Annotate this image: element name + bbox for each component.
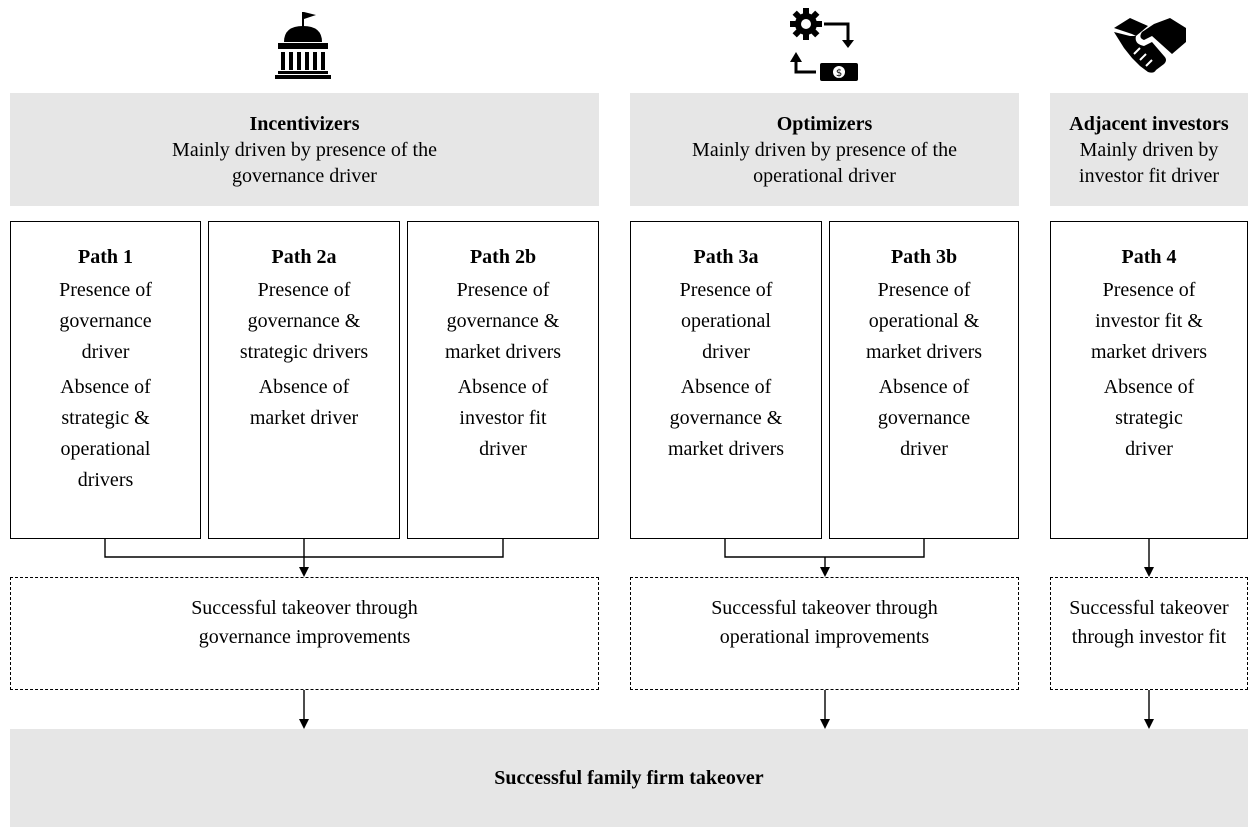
- path-title: Path 1: [78, 246, 133, 268]
- arrowhead-incentivizers: [299, 567, 309, 577]
- incentivizers-subtitle: Mainly driven by presence of the governa…: [172, 138, 437, 187]
- optimizers-header: Optimizers Mainly driven by presence of …: [630, 93, 1019, 206]
- final-outcome-text: Successful family firm takeover: [494, 766, 764, 789]
- governance-outcome-text: Successful takeover through governance i…: [191, 597, 418, 648]
- arrowhead-investor-fit-final: [1144, 719, 1154, 729]
- incentivizers-header: Incentivizers Mainly driven by presence …: [10, 93, 599, 206]
- path-3a-box: Path 3a Presence of operational driver A…: [630, 221, 822, 539]
- path-presence: Presence of governance & market drivers: [444, 279, 562, 363]
- optimizers-bracket: [724, 539, 925, 568]
- arrowhead-operational-final: [820, 719, 830, 729]
- adjacent-investors-title: Adjacent investors: [1069, 112, 1229, 135]
- investor-fit-outcome-box: Successful takeover through investor fit: [1050, 577, 1248, 690]
- adjacent-investors-subtitle: Mainly driven by investor fit driver: [1079, 138, 1219, 187]
- path-presence: Presence of governance & strategic drive…: [239, 279, 369, 363]
- path-presence: Presence of operational & market drivers: [865, 279, 983, 363]
- path-absence: Absence of market driver: [249, 376, 359, 429]
- path-absence: Absence of strategic driver: [1103, 376, 1195, 460]
- adjacent-investors-header: Adjacent investors Mainly driven by inve…: [1050, 93, 1248, 206]
- path-title: Path 3b: [890, 246, 958, 268]
- path-presence: Presence of investor fit & market driver…: [1090, 279, 1208, 363]
- svg-text:$: $: [836, 68, 842, 79]
- path-absence: Absence of strategic & operational drive…: [60, 376, 151, 491]
- governance-outcome-box: Successful takeover through governance i…: [10, 577, 599, 690]
- path-2b-box: Path 2b Presence of governance & market …: [407, 221, 599, 539]
- path-1-box: Path 1 Presence of governance driver Abs…: [10, 221, 201, 539]
- path-absence: Absence of governance driver: [877, 376, 971, 460]
- optimizers-subtitle: Mainly driven by presence of the operati…: [692, 138, 957, 187]
- path-title: Path 2b: [469, 246, 537, 268]
- arrowhead-optimizers: [820, 567, 830, 577]
- arrowhead-governance-final: [299, 719, 309, 729]
- optimizers-title: Optimizers: [776, 112, 873, 135]
- incentivizers-title: Incentivizers: [249, 112, 360, 135]
- final-outcome-box: Successful family firm takeover: [10, 729, 1248, 827]
- path-2a-box: Path 2a Presence of governance & strateg…: [208, 221, 400, 539]
- investor-fit-outcome-text: Successful takeover through investor fit: [1069, 597, 1229, 648]
- incentivizers-bracket: [104, 539, 504, 568]
- arrowhead-path-4: [1144, 567, 1154, 577]
- operational-outcome-text: Successful takeover through operational …: [711, 597, 938, 648]
- path-presence: Presence of operational driver: [679, 279, 773, 363]
- path-3b-box: Path 3b Presence of operational & market…: [829, 221, 1019, 539]
- path-title: Path 3a: [693, 246, 759, 268]
- path-presence: Presence of governance driver: [59, 279, 152, 363]
- path-absence: Absence of governance & market drivers: [667, 376, 785, 460]
- handshake-icon: [1114, 18, 1186, 73]
- operational-outcome-box: Successful takeover through operational …: [630, 577, 1019, 690]
- path-title: Path 2a: [271, 246, 337, 268]
- path-title: Path 4: [1121, 246, 1177, 268]
- government-building-icon: [275, 12, 331, 79]
- gear-money-cycle-icon: $: [790, 8, 858, 81]
- path-4-box: Path 4 Presence of investor fit & market…: [1050, 221, 1248, 539]
- path-absence: Absence of investor fit driver: [457, 376, 549, 460]
